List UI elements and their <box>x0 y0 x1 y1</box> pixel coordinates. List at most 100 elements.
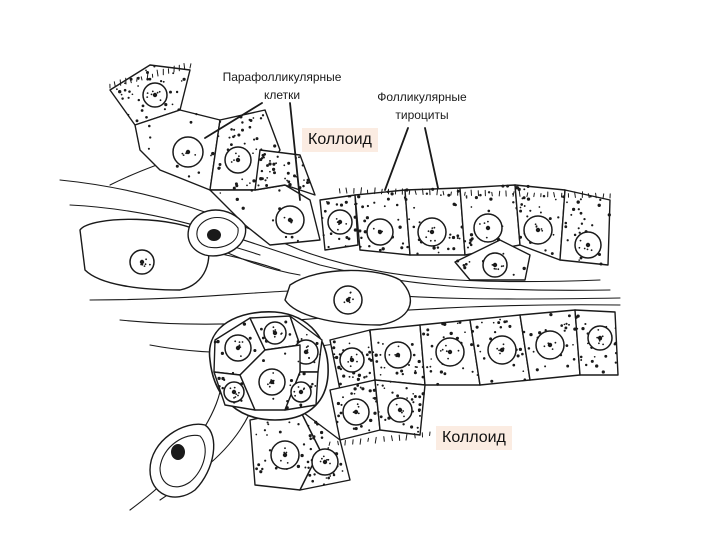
microvillus <box>574 191 576 198</box>
cytoplasm-granule <box>360 425 363 428</box>
cytoplasm-granule <box>303 179 305 181</box>
cytoplasm-granule <box>272 162 276 166</box>
microvillus <box>391 435 393 442</box>
cytoplasm-granule <box>127 96 130 99</box>
microvillus <box>436 189 438 196</box>
parafollicular-label-line1: Парафолликулярные <box>222 70 342 84</box>
cytoplasm-granule <box>492 321 495 324</box>
cytoplasm-granule <box>269 159 271 162</box>
cytoplasm-granule <box>241 128 244 132</box>
chromatin-dot <box>273 335 276 338</box>
cytoplasm-granule <box>118 90 122 94</box>
chromatin-dot <box>479 223 481 225</box>
cytoplasm-granule <box>499 325 503 329</box>
microvillus <box>398 434 401 441</box>
cytoplasm-granule <box>526 215 529 218</box>
chromatin-dot <box>578 246 581 249</box>
cytoplasm-granule <box>398 225 402 229</box>
cytoplasm-granule <box>131 93 134 96</box>
cytoplasm-granule <box>232 186 236 190</box>
cytoplasm-granule <box>164 103 168 107</box>
cytoplasm-granule <box>430 358 433 360</box>
cytoplasm-granule <box>522 196 526 200</box>
cytoplasm-granule <box>128 90 131 93</box>
cytoplasm-granule <box>508 324 512 328</box>
cytoplasm-granule <box>339 382 342 386</box>
microvillus <box>526 192 529 197</box>
chromatin-dot <box>326 458 328 461</box>
cytoplasm-granule <box>290 235 294 239</box>
cytoplasm-granule <box>597 203 601 207</box>
chromatin-dot <box>335 218 338 220</box>
cytoplasm-granule <box>368 350 372 354</box>
chromatin-dot <box>319 460 322 463</box>
cytoplasm-granule <box>529 332 533 337</box>
nucleolus <box>139 259 145 265</box>
cytoplasm-granule <box>464 262 468 266</box>
nucleolus <box>282 452 288 458</box>
cytoplasm-granule <box>462 263 466 267</box>
cytoplasm-granule <box>465 195 468 198</box>
cytoplasm-granule <box>305 333 308 336</box>
chromatin-dot <box>141 263 144 266</box>
cytoplasm-granule <box>576 327 579 330</box>
cytoplasm-granule <box>289 379 294 383</box>
chromatin-dot <box>541 229 544 232</box>
cytoplasm-granule <box>436 382 440 386</box>
chromatin-dot <box>601 335 604 338</box>
cytoplasm-granule <box>252 179 256 183</box>
chromatin-dot <box>602 343 604 346</box>
chromatin-dot <box>151 90 154 93</box>
cytoplasm-granule <box>314 420 318 424</box>
chromatin-dot <box>500 265 503 268</box>
cytoplasm-granule <box>604 354 608 358</box>
chromatin-dot <box>357 412 360 415</box>
cytoplasm-granule <box>372 351 375 354</box>
chromatin-dot <box>403 415 405 418</box>
cytoplasm-granule <box>377 410 380 414</box>
cytoplasm-granule <box>589 195 592 198</box>
cytoplasm-granule <box>356 384 360 387</box>
pointer-parafollicular-right <box>289 102 301 201</box>
nucleolus <box>397 407 403 413</box>
microvillus <box>408 190 411 195</box>
chromatin-dot <box>181 152 184 155</box>
cytoplasm-granule <box>523 205 526 207</box>
cytoplasm-granule <box>570 213 573 216</box>
cytoplasm-granule <box>406 397 408 399</box>
cytoplasm-granule <box>218 166 221 170</box>
cytoplasm-granule <box>470 206 473 208</box>
chromatin-dot <box>272 372 275 374</box>
cytoplasm-granule <box>269 170 271 173</box>
chromatin-dot <box>143 265 146 267</box>
cytoplasm-granule <box>497 321 501 325</box>
cytoplasm-granule <box>116 88 118 91</box>
microvillus <box>442 190 445 196</box>
cytoplasm-granule <box>440 194 442 196</box>
cytoplasm-granule <box>237 133 241 137</box>
cytoplasm-granule <box>447 247 450 251</box>
nucleolus <box>231 389 237 395</box>
blood-vessels <box>149 209 247 498</box>
chromatin-dot <box>349 296 351 299</box>
chromatin-dot <box>579 239 582 242</box>
chromatin-dot <box>238 391 240 394</box>
cytoplasm-granule <box>386 197 390 201</box>
cytoplasm-granule <box>249 182 251 184</box>
colloid-label-top: Коллоид <box>302 128 378 152</box>
cytoplasm-granule <box>162 80 165 83</box>
chromatin-dot <box>598 342 600 345</box>
cytoplasm-granule <box>579 198 582 201</box>
cytoplasm-granule <box>373 396 377 400</box>
chromatin-dot <box>543 345 546 348</box>
chromatin-dot <box>439 350 442 352</box>
microvillus <box>129 79 132 84</box>
cytoplasm-granule <box>417 408 421 412</box>
cytoplasm-granule <box>550 252 554 256</box>
cytoplasm-granule <box>261 114 265 117</box>
cytoplasm-granule <box>195 112 198 116</box>
cytoplasm-granule <box>519 209 523 213</box>
cytoplasm-granule <box>273 144 277 148</box>
cytoplasm-granule <box>490 379 494 383</box>
cytoplasm-granule <box>332 340 336 344</box>
